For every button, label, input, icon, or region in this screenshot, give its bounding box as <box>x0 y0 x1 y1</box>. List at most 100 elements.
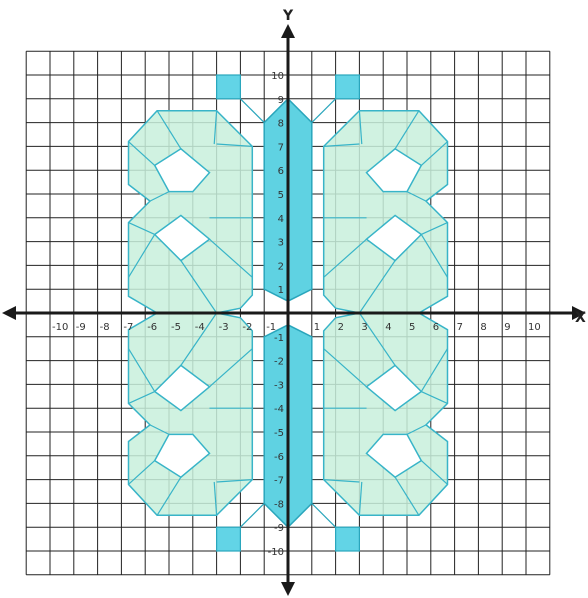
wing-vein <box>394 110 420 150</box>
y-tick-label: 3 <box>278 238 284 249</box>
y-tick-label: 8 <box>278 119 284 130</box>
wing-vein <box>128 348 156 392</box>
wing-vein <box>213 481 218 516</box>
wing-vein <box>421 222 448 236</box>
wing-hole <box>153 147 211 193</box>
x-tick-label: -7 <box>123 322 133 333</box>
wing-vein <box>180 260 218 314</box>
y-tick-label: 1 <box>278 285 284 296</box>
wing-vein <box>323 348 367 388</box>
x-tick-label: -8 <box>100 322 110 333</box>
wing-vein <box>149 424 170 435</box>
wing-vein <box>420 460 448 485</box>
x-tick-label: 8 <box>480 322 486 333</box>
x-tick-label: 10 <box>528 322 541 333</box>
y-tick-label: -2 <box>274 357 284 368</box>
wing-vein <box>209 348 253 388</box>
y-axis-letter: Y <box>282 8 294 24</box>
x-tick-label: -3 <box>219 322 229 333</box>
wing-vein <box>213 110 218 145</box>
wing <box>127 312 254 517</box>
wing-vein <box>358 481 363 516</box>
y-tick-label: -9 <box>274 523 284 534</box>
x-tick-label: 6 <box>433 322 439 333</box>
y-axis-arrow-down <box>281 582 295 596</box>
x-tick-label: 1 <box>314 322 320 333</box>
antenna-square <box>216 74 242 100</box>
x-tick-label: -6 <box>147 322 157 333</box>
wing-vein <box>128 234 156 278</box>
x-tick-label: 9 <box>504 322 510 333</box>
wing-vein <box>209 238 253 278</box>
antenna-line <box>311 502 337 528</box>
y-tick-label: -4 <box>274 404 284 415</box>
y-tick-label: 5 <box>278 190 284 201</box>
antenna-line <box>239 98 265 124</box>
x-tick-label: 7 <box>457 322 463 333</box>
wing-vein <box>180 312 218 366</box>
wing-vein <box>394 476 420 516</box>
x-tick-label: -4 <box>195 322 205 333</box>
wing-vein <box>420 234 448 278</box>
antenna-square <box>335 74 361 100</box>
butterfly-antennae <box>216 74 361 552</box>
wing-vein <box>128 460 156 485</box>
wing-vein <box>216 143 253 147</box>
antenna-square <box>335 526 361 552</box>
wing-vein <box>156 110 182 150</box>
y-tick-label: 9 <box>278 95 284 106</box>
wing-vein <box>323 143 360 147</box>
wing-hole <box>365 433 423 479</box>
wing-vein <box>358 110 363 145</box>
x-tick-label: 4 <box>385 322 391 333</box>
x-tick-label: 3 <box>361 322 367 333</box>
wing-vein <box>358 312 396 366</box>
wing-vein <box>406 424 427 435</box>
wing-vein <box>323 479 360 483</box>
y-tick-label: -1 <box>274 333 284 344</box>
x-tick-label: -2 <box>242 322 252 333</box>
antenna-square <box>216 526 242 552</box>
x-axis-arrow-left <box>2 306 16 320</box>
y-tick-label: 7 <box>278 142 284 153</box>
y-tick-label: -6 <box>274 452 284 463</box>
wing-hole <box>153 433 211 479</box>
wing-vein <box>149 191 170 202</box>
y-tick-label: 6 <box>278 166 284 177</box>
wing-vein <box>421 390 448 404</box>
wing-vein <box>358 260 396 314</box>
wing-vein <box>323 238 367 278</box>
wing <box>322 312 449 517</box>
wing-vein <box>420 141 448 166</box>
butterfly-wings <box>127 109 449 517</box>
antenna-line <box>311 98 337 124</box>
y-tick-label: -5 <box>274 428 284 439</box>
x-tick-label: -5 <box>171 322 181 333</box>
y-tick-label: -7 <box>274 476 284 487</box>
axes <box>2 24 586 596</box>
x-axis-letter: X <box>575 310 586 326</box>
wing-vein <box>216 479 253 483</box>
x-tick-label: -9 <box>76 322 86 333</box>
wing-vein <box>128 141 156 166</box>
wing <box>127 109 254 314</box>
y-tick-label: -10 <box>268 547 284 558</box>
x-tick-label: -10 <box>52 322 68 333</box>
wing-vein <box>128 390 155 404</box>
wing-hole <box>365 147 423 193</box>
wing <box>322 109 449 314</box>
x-axis-arrow-right <box>572 306 586 320</box>
x-tick-label: 2 <box>338 322 344 333</box>
wing-vein <box>406 191 427 202</box>
antenna-line <box>239 502 265 528</box>
wing-vein <box>128 222 155 236</box>
y-tick-label: -8 <box>274 499 284 510</box>
y-axis-arrow-up <box>281 24 295 38</box>
x-tick-label: -1 <box>266 322 276 333</box>
y-tick-label: 10 <box>271 71 284 82</box>
wing-vein <box>420 348 448 392</box>
y-tick-label: 2 <box>278 261 284 272</box>
y-tick-label: -3 <box>274 380 284 391</box>
